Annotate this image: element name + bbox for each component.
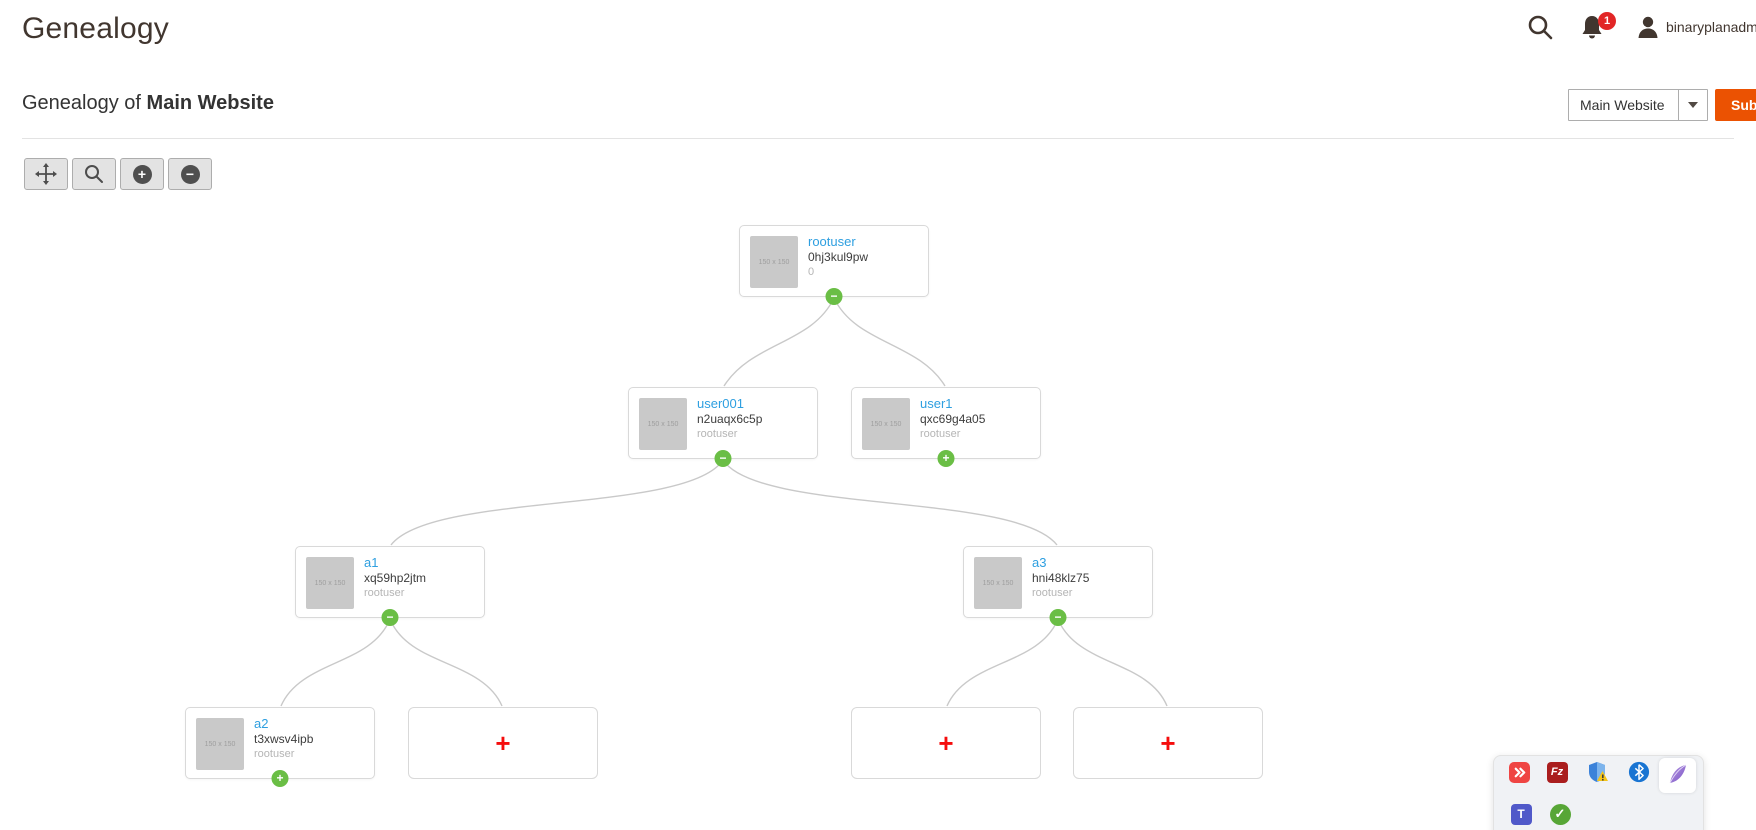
member-photo-placeholder: 150 x 150	[750, 236, 798, 288]
member-username-link[interactable]: rootuser	[808, 234, 856, 249]
magnifier-icon	[85, 165, 103, 183]
page-title: Genealogy	[22, 12, 169, 45]
tree-toolbar: + −	[24, 158, 212, 190]
system-tray-popup: Fz	[1493, 755, 1704, 830]
zoom-search-button[interactable]	[72, 158, 116, 190]
add-member-slot[interactable]: +	[1073, 707, 1263, 779]
member-sponsor: rootuser	[697, 428, 738, 440]
add-member-slot[interactable]: +	[851, 707, 1041, 779]
collapse-toggle-button[interactable]: −	[714, 450, 732, 467]
teams-icon[interactable]: T	[1509, 802, 1533, 826]
zoom-in-button[interactable]: +	[120, 158, 164, 190]
notifications-bell-icon[interactable]	[1578, 13, 1606, 41]
dropdown-arrow-segment[interactable]	[1678, 90, 1707, 120]
website-selector-value: Main Website	[1580, 97, 1665, 113]
filezilla-icon[interactable]: Fz	[1545, 760, 1569, 784]
member-photo-placeholder: 150 x 150	[974, 557, 1022, 609]
expand-toggle-button[interactable]: +	[937, 450, 955, 467]
genealogy-subtitle: Genealogy of Main Website	[22, 92, 274, 115]
member-sponsor: rootuser	[1032, 587, 1073, 599]
submit-button[interactable]: Submit	[1715, 89, 1756, 121]
chevron-down-icon	[1688, 102, 1698, 108]
member-photo-placeholder: 150 x 150	[862, 398, 910, 450]
member-username-link[interactable]: a3	[1032, 555, 1047, 570]
windows-security-shield-icon[interactable]	[1586, 760, 1610, 784]
member-sponsor: 0	[808, 266, 815, 278]
pan-button[interactable]	[24, 158, 68, 190]
member-username-link[interactable]: a1	[364, 555, 379, 570]
member-photo-placeholder: 150 x 150	[306, 557, 354, 609]
zoom-in-icon: +	[132, 164, 152, 184]
member-code: t3xwsv4ipb	[254, 732, 314, 746]
red-app-icon[interactable]	[1507, 760, 1531, 784]
member-code: hni48klz75	[1032, 571, 1090, 585]
green-check-icon[interactable]: ✓	[1548, 802, 1572, 826]
member-code: 0hj3kul9pw	[808, 250, 869, 264]
header-divider	[22, 138, 1734, 139]
expand-toggle-button[interactable]: +	[271, 770, 289, 787]
member-sponsor: rootuser	[254, 748, 295, 760]
member-sponsor: rootuser	[364, 587, 405, 599]
member-code: qxc69g4a05	[920, 412, 986, 426]
add-member-slot[interactable]: +	[408, 707, 598, 779]
move-arrows-icon	[35, 163, 57, 185]
add-member-plus-icon: +	[1160, 728, 1176, 758]
tree-node-rootuser: 150 x 150 rootuser 0hj3kul9pw 0 −	[739, 225, 929, 305]
collapse-toggle-button[interactable]: −	[1049, 609, 1067, 626]
member-username-link[interactable]: user1	[920, 396, 953, 411]
tree-node-a1: 150 x 150 a1 xq59hp2jtm rootuser −	[295, 546, 485, 626]
bluetooth-icon[interactable]	[1627, 760, 1651, 784]
search-icon[interactable]	[1526, 13, 1554, 41]
account-user-icon[interactable]	[1634, 13, 1662, 41]
tree-node-user001: 150 x 150 user001 n2uaqx6c5p rootuser −	[628, 387, 818, 467]
member-photo-placeholder: 150 x 150	[639, 398, 687, 450]
member-username-link[interactable]: user001	[697, 396, 744, 411]
collapse-toggle-button[interactable]: −	[381, 609, 399, 626]
zoom-out-icon: −	[180, 164, 200, 184]
member-photo-placeholder: 150 x 150	[196, 718, 244, 770]
add-member-plus-icon: +	[938, 728, 954, 758]
member-username-link[interactable]: a2	[254, 716, 269, 731]
tree-node-a3: 150 x 150 a3 hni48klz75 rootuser −	[963, 546, 1153, 626]
feather-pen-icon[interactable]	[1666, 762, 1690, 786]
subtitle-prefix: Genealogy of	[22, 92, 147, 114]
tree-node-a2: 150 x 150 a2 t3xwsv4ipb rootuser +	[185, 707, 375, 787]
add-member-plus-icon: +	[495, 728, 511, 758]
account-username[interactable]: binaryplanadmi	[1666, 19, 1756, 35]
tree-node-user1: 150 x 150 user1 qxc69g4a05 rootuser +	[851, 387, 1041, 467]
header-actions: 1 binaryplanadmi	[1526, 12, 1756, 44]
member-code: xq59hp2jtm	[364, 571, 427, 585]
website-selector-dropdown[interactable]: Main Website	[1568, 89, 1708, 121]
member-code: n2uaqx6c5p	[697, 412, 763, 426]
zoom-out-button[interactable]: −	[168, 158, 212, 190]
collapse-toggle-button[interactable]: −	[825, 288, 843, 305]
notification-count-badge[interactable]: 1	[1598, 12, 1616, 30]
subtitle-website-name: Main Website	[146, 92, 274, 114]
member-sponsor: rootuser	[920, 428, 961, 440]
